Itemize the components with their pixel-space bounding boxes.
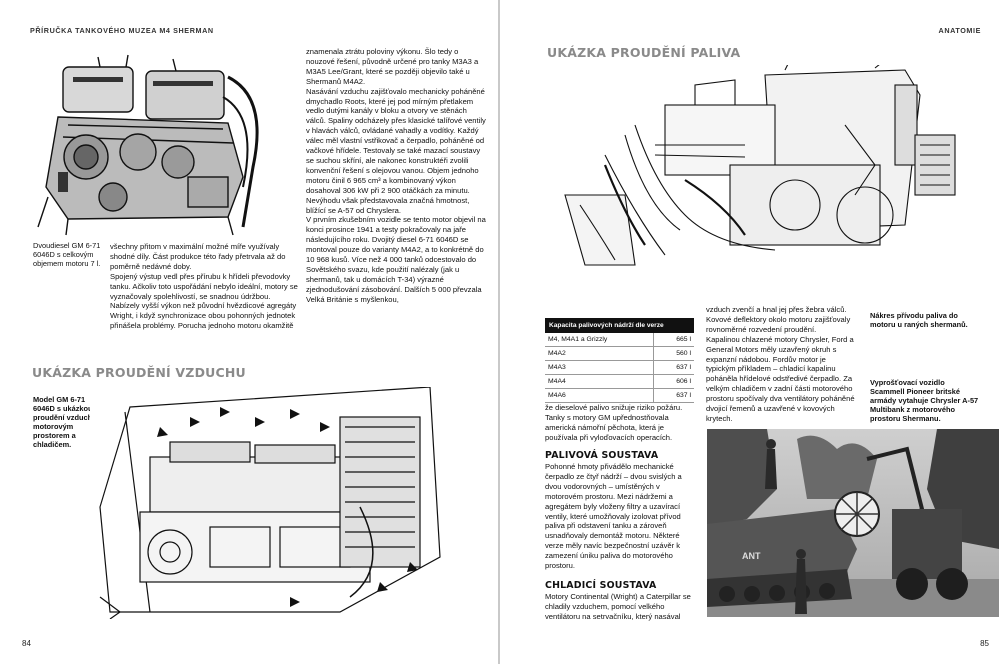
airflow-diagram	[90, 387, 450, 619]
left-column-2-text: znamenala ztrátu poloviny výkonu. Šlo te…	[306, 47, 486, 304]
fuel-diagram-caption: Nákres přívodu paliva do motoru u raných…	[870, 311, 968, 330]
fuel-section-title: UKÁZKA PROUDĚNÍ PALIVA	[547, 45, 741, 60]
fuel-capacity-table: Kapacita palivových nádrží dle verze M4,…	[545, 318, 694, 403]
right-column-a-text: že dieselové palivo snižuje riziko požár…	[545, 403, 683, 442]
right-column-b-text: vzduch zvenčí a hnal jej přes žebra válc…	[706, 305, 855, 423]
recovery-photo-caption: Vyprošťovací vozidlo Scammell Pioneer br…	[870, 378, 979, 424]
cooling-system-text: Motory Continental (Wright) a Caterpilla…	[545, 592, 691, 621]
cooling-system-subhead: CHLADICÍ SOUSTAVA	[545, 580, 657, 591]
airflow-section-title: UKÁZKA PROUDĚNÍ VZDUCHU	[32, 365, 246, 380]
page-number-left: 84	[22, 639, 31, 648]
airflow-diagram-caption: Model GM 6-71 6046D s ukázkou proudění v…	[33, 395, 97, 450]
engine-photo	[28, 37, 278, 237]
spread-gutter	[498, 0, 500, 664]
recovery-vehicle-photo: ANT	[707, 429, 999, 617]
fuel-table-header: Kapacita palivových nádrží dle verze	[545, 318, 694, 333]
tank-marking: ANT	[742, 551, 761, 561]
running-head-left: PŘÍRUČKA TANKOVÉHO MUZEA M4 SHERMAN	[30, 26, 214, 35]
running-head-right: ANATOMIE	[938, 26, 981, 35]
right-page: ANATOMIE UKÁZKA PROUDĚNÍ PALIVA	[500, 0, 999, 664]
fuel-system-subhead: PALIVOVÁ SOUSTAVA	[545, 450, 659, 461]
engine-photo-caption: Dvoudiesel GM 6-71 6046D s celkovým obje…	[33, 241, 101, 269]
fuel-flow-diagram	[545, 65, 965, 290]
left-column-1-text: všechny přitom v maximální možné míře vy…	[110, 242, 298, 331]
fuel-system-text: Pohonné hmoty přivádělo mechanické čerpa…	[545, 462, 682, 571]
page-number-right: 85	[980, 639, 989, 648]
left-page: PŘÍRUČKA TANKOVÉHO MUZEA M4 SHERMAN	[0, 0, 498, 664]
